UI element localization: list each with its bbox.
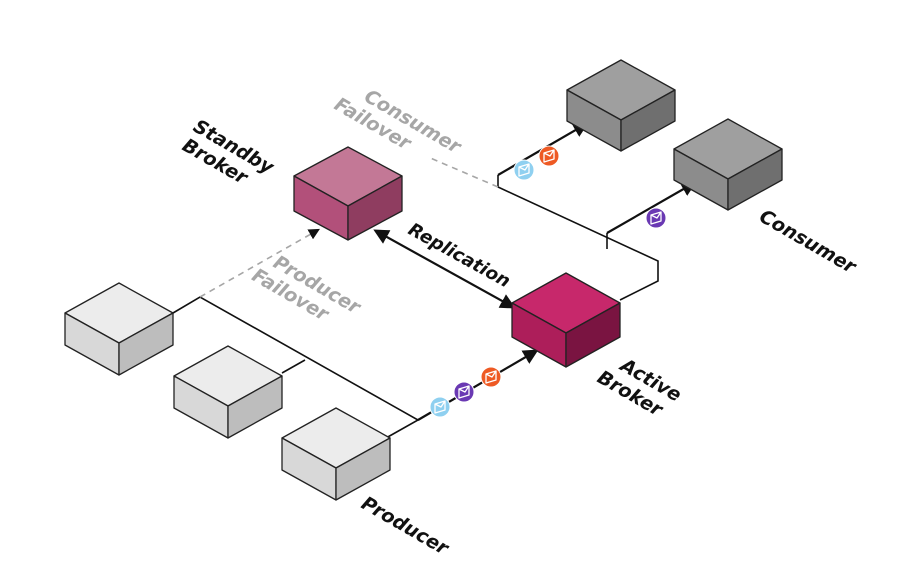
message-envelope-icon: [453, 381, 475, 403]
message-icons: [429, 145, 667, 418]
to-consumer2-arrow: [606, 181, 697, 234]
consumer-node-1[interactable]: [566, 59, 676, 152]
active-broker-node[interactable]: [511, 272, 621, 368]
active-broker-label: Active Broker: [594, 347, 691, 429]
consumer-1-right: [620, 89, 676, 152]
svg-text:Producer Failover: Producer Failover: [248, 245, 370, 341]
producer-3-right: [335, 437, 391, 501]
producer-label: Producer: [358, 492, 454, 560]
producer-label-text: Producer: [358, 492, 454, 560]
producer-failover-label: Producer Failover: [248, 245, 370, 341]
producer-node-3[interactable]: [281, 407, 391, 501]
consumer-bus-line: [497, 175, 659, 301]
producer-bus-line: [172, 296, 420, 439]
producer-node-2[interactable]: [173, 345, 283, 439]
message-envelope-icon: [429, 396, 451, 418]
active-broker-right: [565, 302, 621, 368]
producer-1-right: [118, 312, 174, 376]
message-envelope-icon: [480, 366, 502, 388]
producer-2-right: [227, 375, 283, 439]
consumer-label: Consumer: [756, 205, 861, 279]
consumer-2-right: [727, 148, 783, 211]
consumer-failover-line: [427, 156, 499, 188]
message-envelope-icon: [645, 207, 667, 229]
producer2-link-line: [281, 359, 306, 374]
standby-broker-node[interactable]: [293, 146, 403, 241]
message-envelope-icon: [538, 145, 560, 167]
consumer-node-2[interactable]: [673, 118, 783, 211]
producer-node-1[interactable]: [64, 282, 174, 376]
message-envelope-icon: [513, 159, 535, 181]
producer-failover-line: [199, 228, 320, 298]
standby-broker-right: [347, 175, 403, 241]
replication-arrow: [373, 229, 516, 309]
svg-text:Standby Broker: Standby Broker: [179, 115, 284, 201]
svg-text:Active Broker: Active Broker: [594, 347, 691, 429]
consumer-label-text: Consumer: [756, 205, 861, 279]
standby-broker-label: Standby Broker: [179, 115, 284, 201]
